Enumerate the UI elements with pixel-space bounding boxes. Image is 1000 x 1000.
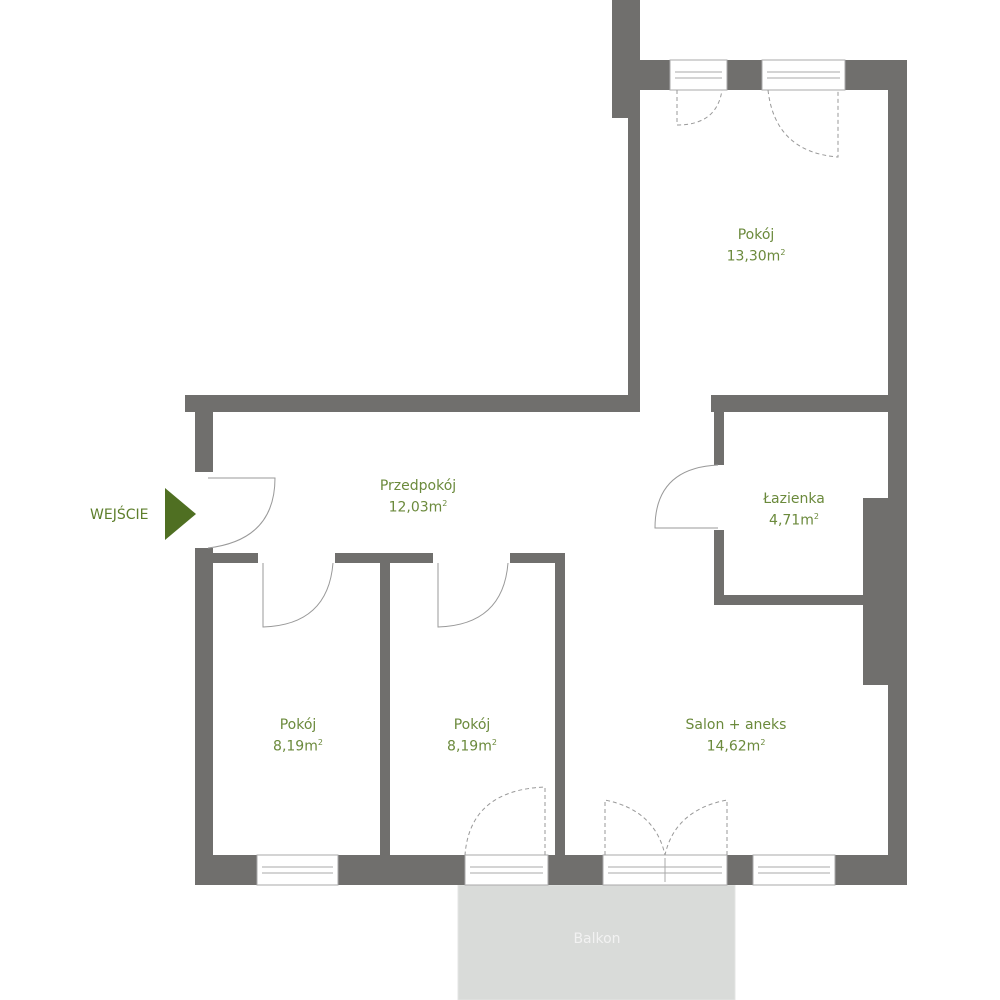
- bathroom-door[interactable]: [654, 464, 719, 529]
- room-area: 14,62m2: [706, 738, 766, 755]
- room-name: Pokój: [737, 227, 775, 243]
- room-name: Łazienka: [763, 491, 825, 507]
- room-name: Pokój: [279, 717, 317, 733]
- room-label-salon[interactable]: Salon + aneks 14,62m2: [686, 716, 787, 756]
- salon-door-left[interactable]: [604, 799, 666, 856]
- room-label-przedpokoj[interactable]: Przedpokój 12,03m2: [380, 477, 456, 517]
- room-label-pokoj-middle[interactable]: Pokój 8,19m2: [447, 716, 497, 756]
- entrance-label: WEJŚCIE: [90, 507, 149, 523]
- room-top-door-large[interactable]: [767, 89, 839, 158]
- entrance-arrow-icon: [165, 488, 196, 540]
- room-top-door-small[interactable]: [676, 89, 723, 126]
- walls: [185, 0, 907, 885]
- room-name: Przedpokój: [379, 478, 457, 494]
- room-label-lazienka[interactable]: Łazienka 4,71m2: [763, 490, 825, 530]
- doors: [207, 89, 839, 856]
- salon-door-right[interactable]: [664, 799, 728, 856]
- room-area: 12,03m2: [388, 499, 448, 516]
- room-area: 4,71m2: [769, 512, 819, 529]
- room-door-2[interactable]: [437, 562, 509, 628]
- room-area: 13,30m2: [726, 248, 786, 265]
- room-name: Pokój: [453, 717, 491, 733]
- room-label-pokoj-top[interactable]: Pokój 13,30m2: [727, 226, 786, 266]
- balcony-door[interactable]: [464, 786, 546, 856]
- balcony-area[interactable]: [457, 884, 736, 1000]
- balcony-label: Balkon: [573, 931, 621, 947]
- room-area: 8,19m2: [447, 738, 497, 755]
- room-label-pokoj-left[interactable]: Pokój 8,19m2: [273, 716, 323, 756]
- room-area: 8,19m2: [273, 738, 323, 755]
- entrance-door[interactable]: [207, 477, 276, 549]
- room-name: Salon + aneks: [685, 717, 787, 733]
- windows: [256, 59, 846, 886]
- room-door-1[interactable]: [262, 562, 334, 628]
